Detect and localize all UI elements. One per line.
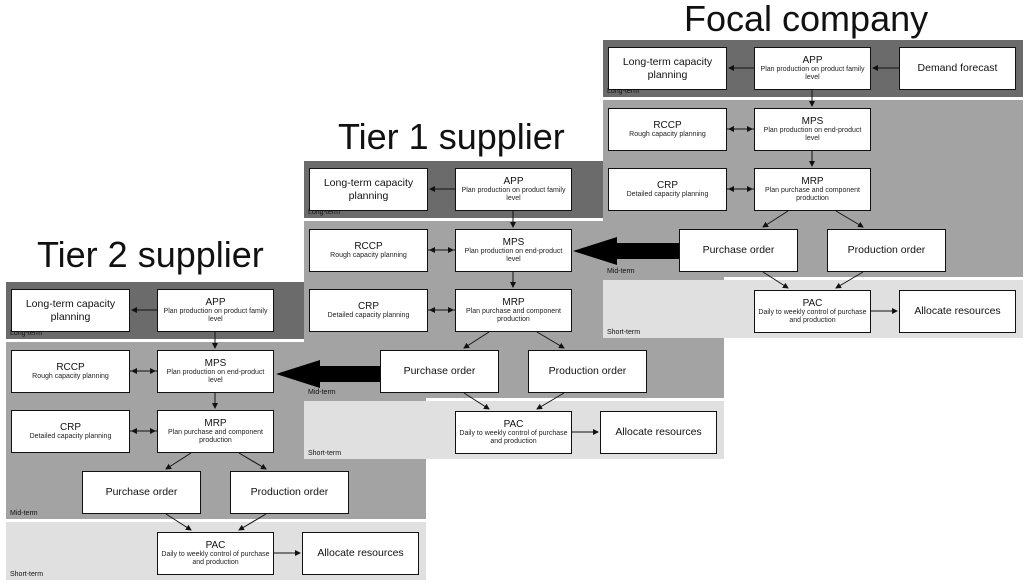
tier2-pac-desc: Daily to weekly control of purchase and … bbox=[161, 551, 270, 567]
tier1-long-term-label: Long-term bbox=[308, 209, 340, 216]
focal-production-order-label: Production order bbox=[847, 244, 926, 257]
tier2-purchase-order-box: Purchase order bbox=[82, 471, 201, 514]
focal-ltcp-label: Long-term capacity planning bbox=[622, 56, 713, 81]
tier2-mid-term-label: Mid-term bbox=[10, 510, 38, 517]
focal-allocate-label: Allocate resources bbox=[914, 305, 1001, 318]
tier2-rccp-desc: Rough capacity planning bbox=[32, 373, 109, 381]
tier2-mrp-desc: Plan purchase and component production bbox=[168, 429, 263, 445]
tier2-pac-label: PAC bbox=[205, 539, 226, 551]
tier2-purchase-order-label: Purchase order bbox=[105, 486, 178, 499]
tier2-production-order-label: Production order bbox=[250, 486, 329, 499]
focal-demand-forecast-box: Demand forecast bbox=[899, 47, 1016, 90]
focal-panel: Long-term Mid-term Short-term Long-term … bbox=[603, 40, 1023, 340]
tier1-ltcp-box: Long-term capacity planning bbox=[309, 168, 428, 211]
tier1-supplier-title: Tier 1 supplier bbox=[338, 116, 565, 157]
tier1-allocate-label: Allocate resources bbox=[615, 426, 702, 439]
focal-allocate-box: Allocate resources bbox=[899, 290, 1016, 333]
tier2-production-order-box: Production order bbox=[230, 471, 349, 514]
tier2-short-term-label: Short-term bbox=[10, 571, 44, 578]
tier1-crp-desc: Detailed capacity planning bbox=[327, 312, 410, 320]
focal-mrp-label: MRP bbox=[801, 175, 824, 187]
tier2-ltcp-label: Long-term capacity planning bbox=[25, 298, 116, 323]
tier1-ltcp-label: Long-term capacity planning bbox=[323, 177, 414, 202]
focal-pac-label: PAC bbox=[802, 297, 823, 309]
tier1-production-order-box: Production order bbox=[528, 350, 647, 393]
focal-long-term-label: Long-term bbox=[607, 88, 639, 95]
tier1-purchase-order-box: Purchase order bbox=[380, 350, 499, 393]
tier1-short-term-label: Short-term bbox=[308, 450, 342, 457]
tier1-production-order-label: Production order bbox=[548, 365, 627, 378]
tier2-app-desc: Plan production on product family level bbox=[163, 308, 268, 324]
tier2-app-label: APP bbox=[205, 296, 226, 308]
tier1-app-desc: Plan production on product family level bbox=[461, 187, 566, 203]
tier1-mrp-desc: Plan purchase and component production bbox=[466, 308, 561, 324]
tier1-mrp-label: MRP bbox=[502, 296, 525, 308]
focal-app-desc: Plan production on product family level bbox=[760, 66, 865, 82]
focal-ltcp-box: Long-term capacity planning bbox=[608, 47, 727, 90]
tier2-crp-label: CRP bbox=[59, 421, 82, 433]
focal-short-term-label: Short-term bbox=[607, 329, 641, 336]
focal-company-title: Focal company bbox=[684, 0, 929, 39]
focal-pac-desc: Daily to weekly control of purchase and … bbox=[758, 309, 867, 325]
focal-crp-desc: Detailed capacity planning bbox=[626, 191, 709, 199]
focal-crp-label: CRP bbox=[656, 179, 679, 191]
tier2-mrp-label: MRP bbox=[204, 417, 227, 429]
tier1-rccp-label: RCCP bbox=[354, 240, 383, 252]
focal-mps-label: MPS bbox=[801, 115, 824, 127]
tier1-panel: Long-term Mid-term Short-term Long-term … bbox=[304, 161, 724, 461]
focal-rccp-label: RCCP bbox=[653, 119, 682, 131]
tier2-mps-desc: Plan production on end-product level bbox=[166, 369, 265, 385]
tier1-rccp-desc: Rough capacity planning bbox=[330, 252, 407, 260]
tier2-mps-label: MPS bbox=[204, 357, 227, 369]
tier2-allocate-label: Allocate resources bbox=[317, 547, 404, 560]
focal-rccp-desc: Rough capacity planning bbox=[629, 131, 706, 139]
tier1-pac-desc: Daily to weekly control of purchase and … bbox=[459, 430, 568, 446]
tier2-ltcp-box: Long-term capacity planning bbox=[11, 289, 130, 332]
focal-mps-desc: Plan production on end-product level bbox=[763, 127, 862, 143]
focal-production-order-box: Production order bbox=[827, 229, 946, 272]
tier1-allocate-box: Allocate resources bbox=[600, 411, 717, 454]
focal-purchase-order-label: Purchase order bbox=[702, 244, 775, 257]
tier1-mps-label: MPS bbox=[502, 236, 525, 248]
tier1-mid-term-label: Mid-term bbox=[308, 389, 336, 396]
tier2-long-term-label: Long-term bbox=[10, 330, 42, 337]
tier1-mps-desc: Plan production on end-product level bbox=[464, 248, 563, 264]
tier1-crp-label: CRP bbox=[357, 300, 380, 312]
tier1-pac-label: PAC bbox=[503, 418, 524, 430]
tier2-allocate-box: Allocate resources bbox=[302, 532, 419, 575]
focal-app-label: APP bbox=[802, 54, 823, 66]
tier1-app-label: APP bbox=[503, 175, 524, 187]
focal-mrp-desc: Plan purchase and component production bbox=[765, 187, 860, 203]
tier2-rccp-label: RCCP bbox=[56, 361, 85, 373]
focal-mid-term-label: Mid-term bbox=[607, 268, 635, 275]
tier2-supplier-title: Tier 2 supplier bbox=[37, 234, 264, 275]
tier2-crp-desc: Detailed capacity planning bbox=[29, 433, 112, 441]
tier1-purchase-order-label: Purchase order bbox=[403, 365, 476, 378]
focal-purchase-order-box: Purchase order bbox=[679, 229, 798, 272]
focal-demand-forecast-label: Demand forecast bbox=[917, 62, 998, 75]
